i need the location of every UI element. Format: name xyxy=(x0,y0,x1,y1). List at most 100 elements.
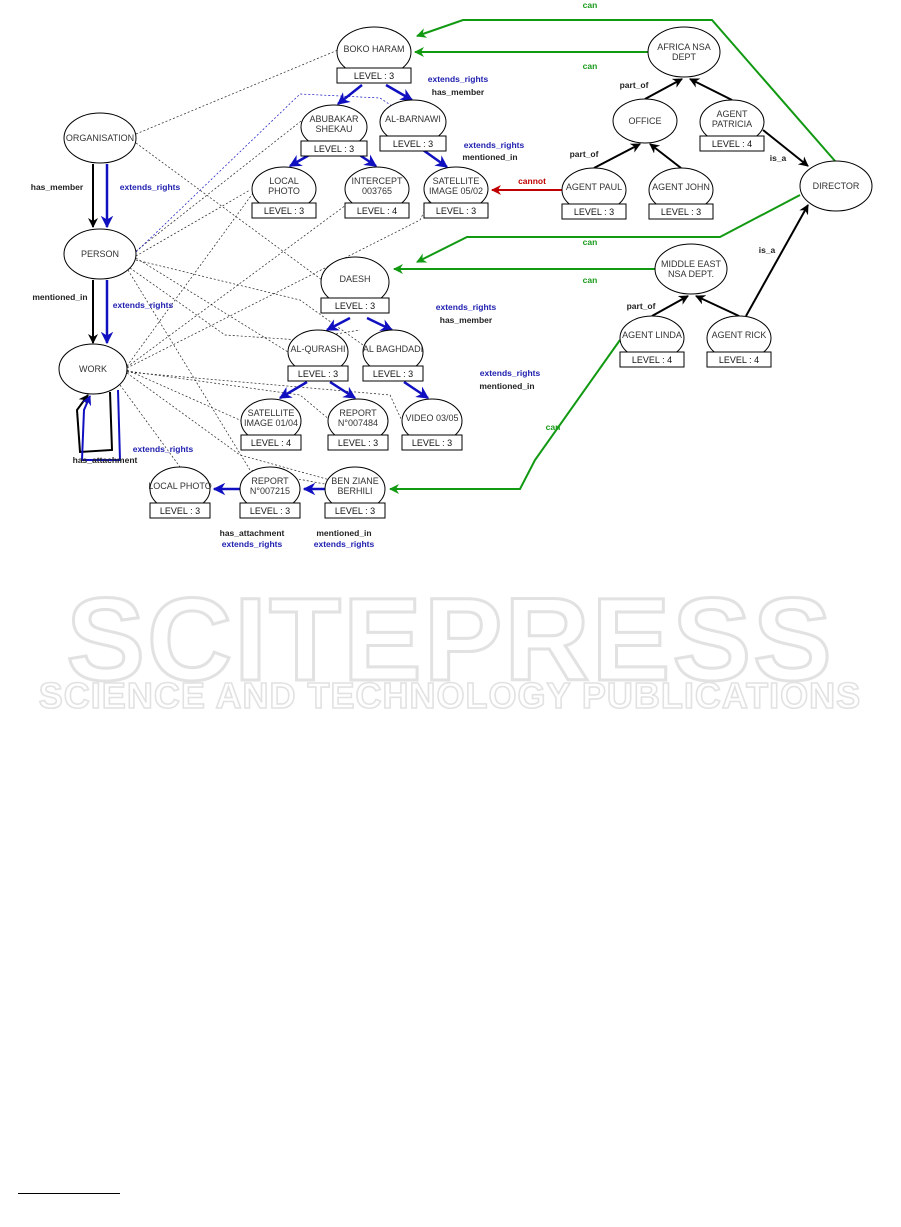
level-label: LEVEL : 4 xyxy=(712,139,752,149)
node-label: SATELLITE xyxy=(433,176,480,186)
edge-label-has-attachment: has_attachment xyxy=(73,455,138,465)
level-box xyxy=(336,67,412,84)
node-label: AGENT PAUL xyxy=(566,182,622,192)
relation-edge xyxy=(593,143,641,169)
edge-label-has-member: has_member xyxy=(440,315,493,325)
node-director[interactable]: DIRECTOR xyxy=(799,160,873,212)
node-person[interactable]: PERSON xyxy=(63,228,137,280)
level-label: LEVEL : 3 xyxy=(250,506,290,516)
relation-edge xyxy=(695,295,740,317)
node-label: ABUBAKAR xyxy=(309,114,359,124)
level-label: LEVEL : 3 xyxy=(264,206,304,216)
level-box xyxy=(699,135,765,152)
level-box xyxy=(320,297,390,314)
edge-label-extends-rights: extends_rights xyxy=(314,539,375,549)
association-line xyxy=(135,49,339,135)
edge-label-extends-rights: extends_rights xyxy=(133,444,194,454)
association-line xyxy=(126,370,331,421)
extends-rights-edge xyxy=(337,84,363,105)
level-box xyxy=(300,140,368,157)
level-label: LEVEL : 3 xyxy=(335,301,375,311)
extends-rights-edge xyxy=(278,380,308,400)
watermark-title: SCITEPRESS xyxy=(66,574,834,706)
extends-rights-edge xyxy=(422,148,449,169)
level-box xyxy=(423,202,489,219)
node-boko[interactable]: BOKO HARAM LEVEL : 3 xyxy=(336,26,412,84)
edge-label-mentioned-in: mentioned_in xyxy=(479,381,534,391)
relation-edge xyxy=(689,78,733,101)
node-label: PATRICIA xyxy=(712,119,752,129)
association-line xyxy=(126,371,403,422)
node-label: N°007215 xyxy=(250,486,290,496)
edge-label-extends-rights: extends_rights xyxy=(428,74,489,84)
edge-label-has-member: has_member xyxy=(31,182,84,192)
edge-label-is-a: is_a xyxy=(770,153,787,163)
node-label: REPORT xyxy=(251,476,289,486)
extends-rights-loop xyxy=(80,389,122,461)
node-label: INTERCEPT xyxy=(351,176,403,186)
node-label: PHOTO xyxy=(268,186,300,196)
level-box xyxy=(619,351,685,368)
relation-edge xyxy=(651,295,689,317)
node-daesh[interactable]: DAESH LEVEL : 3 xyxy=(320,256,390,314)
extends-rights-edge xyxy=(329,380,357,400)
node-label: BOKO HARAM xyxy=(343,44,404,54)
level-label: LEVEL : 3 xyxy=(335,506,375,516)
extends-rights-edge xyxy=(403,380,430,400)
edge-label-mentioned-in: mentioned_in xyxy=(32,292,87,302)
can-edge xyxy=(389,339,621,494)
level-label: LEVEL : 3 xyxy=(354,71,394,81)
node-org[interactable]: ORGANISATION xyxy=(63,112,137,164)
relation-edge xyxy=(649,143,682,169)
level-label: LEVEL : 3 xyxy=(574,207,614,217)
association-line xyxy=(135,259,364,346)
node-label: WORK xyxy=(79,364,107,374)
level-label: LEVEL : 3 xyxy=(160,506,200,516)
level-label: LEVEL : 4 xyxy=(719,355,759,365)
edge-label-extends-rights: extends_rights xyxy=(480,368,541,378)
edge-label-can: can xyxy=(583,61,598,71)
node-label: MIDDLE EAST xyxy=(661,259,722,269)
level-box xyxy=(324,502,386,519)
node-label: NSA DEPT. xyxy=(668,269,714,279)
watermark-subtitle: SCIENCE AND TECHNOLOGY PUBLICATIONS xyxy=(39,675,861,716)
level-label: LEVEL : 3 xyxy=(393,139,433,149)
can-edge xyxy=(416,194,801,263)
level-box xyxy=(362,365,424,382)
relation-edge xyxy=(745,204,809,317)
has-attachment-loop xyxy=(75,391,114,454)
node-label: IMAGE 05/02 xyxy=(429,186,483,196)
node-office[interactable]: OFFICE xyxy=(612,98,678,144)
node-label: VIDEO 03/05 xyxy=(405,413,458,423)
level-label: LEVEL : 3 xyxy=(661,207,701,217)
node-label: BEN ZIANE xyxy=(331,476,379,486)
edge-label-extends-rights: extends_rights xyxy=(120,182,181,192)
level-label: LEVEL : 3 xyxy=(373,369,413,379)
edge-label-cannot: cannot xyxy=(518,176,546,186)
node-paul[interactable]: AGENT PAUL LEVEL : 3 xyxy=(561,167,627,220)
node-label: DAESH xyxy=(339,274,370,284)
node-ellipse xyxy=(63,228,137,280)
association-line xyxy=(126,192,254,367)
node-work[interactable]: WORK xyxy=(58,343,128,395)
